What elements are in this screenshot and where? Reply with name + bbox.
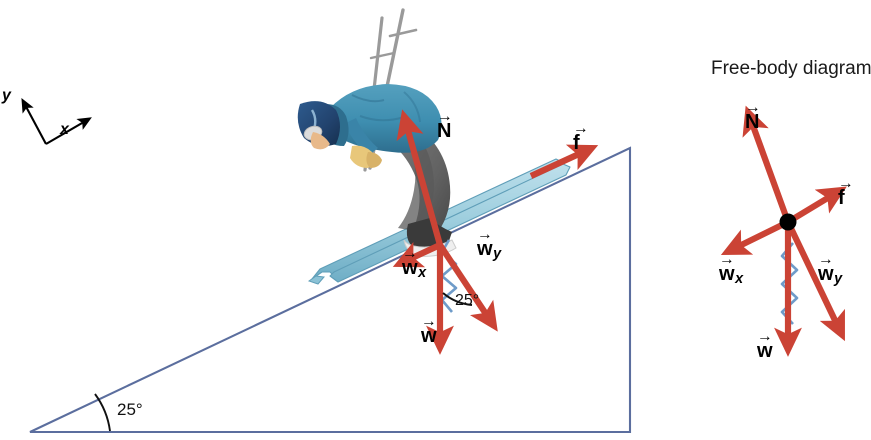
fbd-weight-y-label: → wy: [818, 251, 843, 288]
vector-arrow-bar: →: [745, 99, 761, 116]
fbd-weight-x-arrow: [720, 219, 790, 256]
axis-label-x: x: [60, 121, 69, 138]
friction-force-arrow: [529, 144, 599, 179]
normal-force-arrow: [396, 109, 443, 246]
scene-force-vectors: [392, 109, 599, 355]
scene-angle-label: 25°: [455, 292, 480, 309]
scene-angle-arc: [442, 292, 473, 306]
fbd-weight-x-label: → wx: [719, 251, 744, 288]
subscript-x: x: [418, 265, 427, 282]
incline-triangle: [29, 146, 632, 434]
vector-arrow-bar: →: [818, 251, 834, 268]
friction-force-label: → f: [573, 120, 589, 155]
normal-force-label: → N: [437, 108, 453, 143]
free-body-diagram: [720, 105, 847, 357]
coordinate-axes: [21, 98, 92, 145]
incline-angle-label: 25°: [117, 400, 143, 419]
vector-arrow-bar: →: [477, 226, 493, 243]
subscript-x: x: [735, 271, 744, 288]
vector-arrow-bar: →: [573, 120, 589, 137]
weight-x-label: → wx: [402, 245, 427, 282]
fbd-weight-y-arrow: [785, 220, 845, 342]
vector-arrow-bar: →: [838, 175, 854, 192]
weight-label: → w: [421, 313, 437, 348]
fbd-friction-force-label: → f: [838, 175, 854, 210]
fbd-normal-force-label: → N: [745, 99, 761, 134]
fbd-normal-arrow: [742, 105, 791, 224]
fbd-origin-dot: [779, 213, 797, 231]
axis-label-y: y: [2, 87, 11, 104]
vector-arrow-bar: →: [421, 313, 437, 330]
free-body-diagram-title: Free-body diagram: [711, 58, 871, 79]
weight-y-arrow: [437, 243, 498, 332]
incline-angle-arc: [94, 393, 111, 432]
fbd-friction-arrow: [786, 186, 847, 225]
subscript-y: y: [834, 271, 843, 288]
vector-arrow-bar: →: [757, 328, 773, 345]
skier-figure: [297, 84, 457, 257]
weight-y-label: → wy: [477, 226, 502, 263]
vector-arrow-bar: →: [402, 245, 418, 262]
fbd-weight-label: → w: [757, 328, 773, 363]
vector-arrow-bar: →: [719, 251, 735, 268]
subscript-y: y: [493, 246, 502, 263]
vector-arrow-bar: →: [437, 108, 453, 125]
weight-x-arrow: [392, 241, 442, 268]
